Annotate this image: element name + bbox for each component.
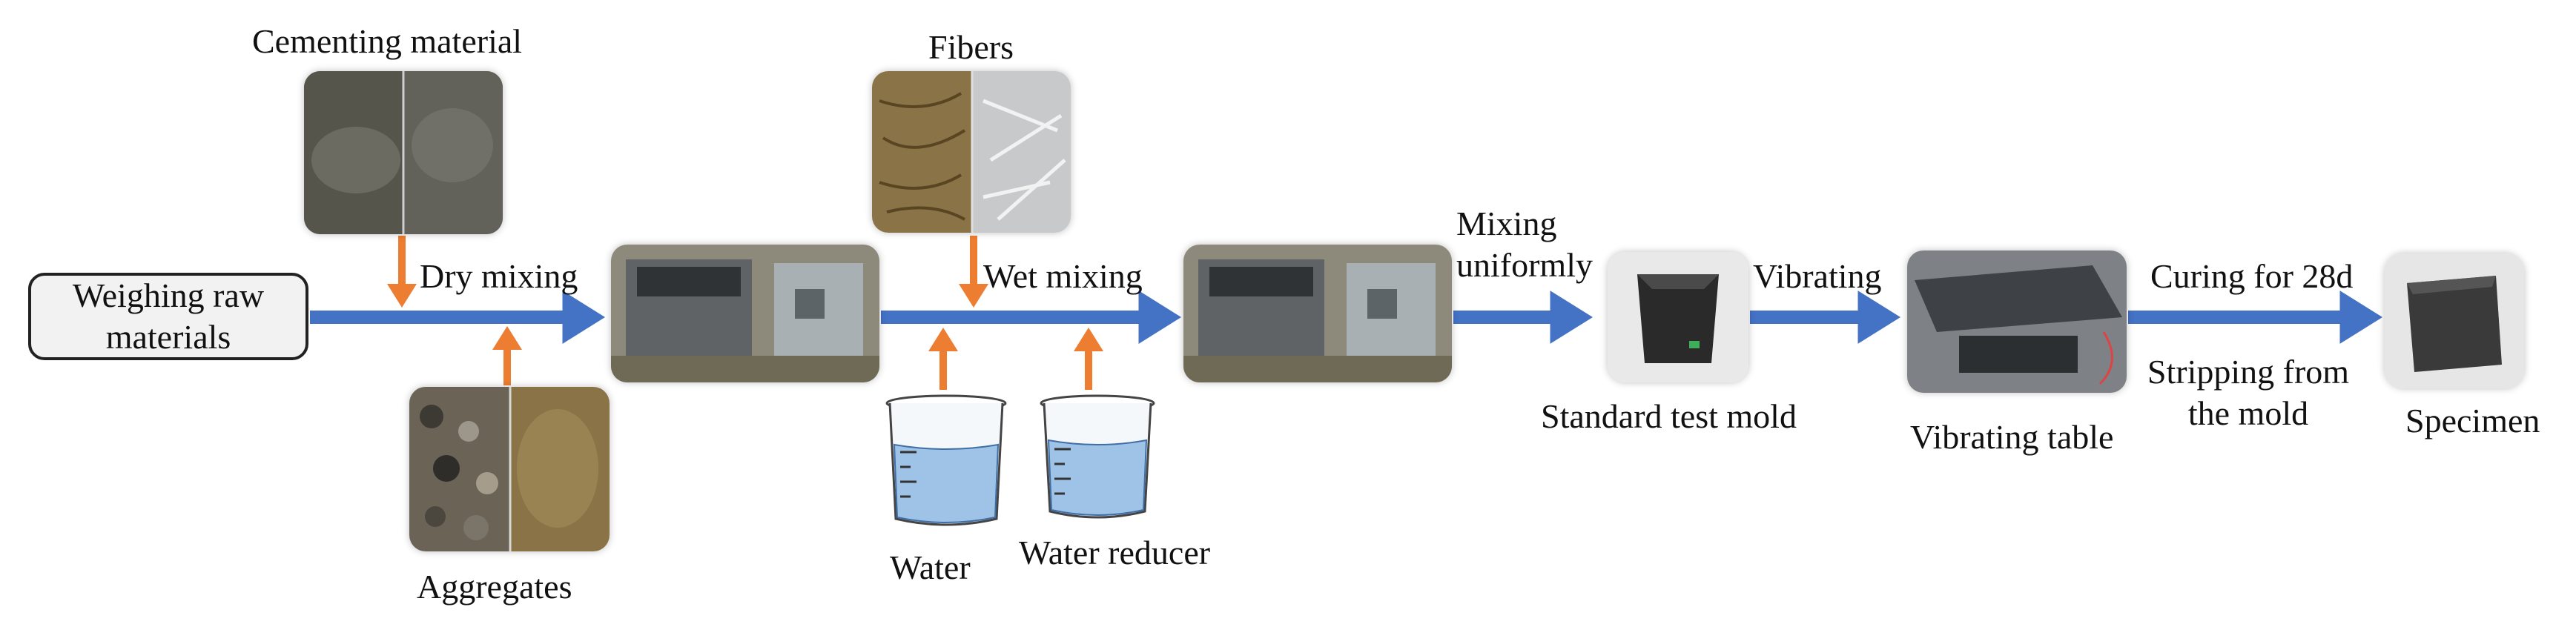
label-wet-mixing: Wet mixing xyxy=(983,257,1143,295)
label-curing: Curing for 28d xyxy=(2150,257,2354,295)
label-stripping: Stripping from the mold xyxy=(2147,353,2350,432)
label-water: Water xyxy=(890,548,971,586)
label-cementing-material: Cementing material xyxy=(252,22,523,60)
vibrating-table-photo xyxy=(1907,251,2127,393)
label-standard-test-mold: Standard test mold xyxy=(1541,397,1797,435)
label-vibrating: Vibrating xyxy=(1753,257,1882,295)
label-mixing-uniformly: Mixing uniformly xyxy=(1456,205,1593,284)
label-fibers: Fibers xyxy=(928,28,1014,66)
label-dry-mixing: Dry mixing xyxy=(420,257,578,295)
specimen-photo xyxy=(2385,253,2524,388)
label-specimen: Specimen xyxy=(2405,402,2540,439)
water-reducer-beaker xyxy=(1038,393,1157,523)
cementing-material-photo xyxy=(304,71,503,234)
start-label: Weighing raw materials xyxy=(72,276,265,356)
aggregates-photo xyxy=(409,387,610,551)
label-vibrating-table: Vibrating table xyxy=(1910,418,2114,456)
standard-test-mold-photo xyxy=(1608,252,1748,382)
label-water-reducer: Water reducer xyxy=(1019,534,1211,571)
mixer-photo-2 xyxy=(1183,245,1452,382)
water-beaker xyxy=(884,393,1008,531)
label-aggregates: Aggregates xyxy=(417,568,572,606)
fibers-photo xyxy=(872,71,1071,233)
mixer-photo-1 xyxy=(611,245,879,382)
start-box: Weighing raw materials xyxy=(28,273,308,360)
